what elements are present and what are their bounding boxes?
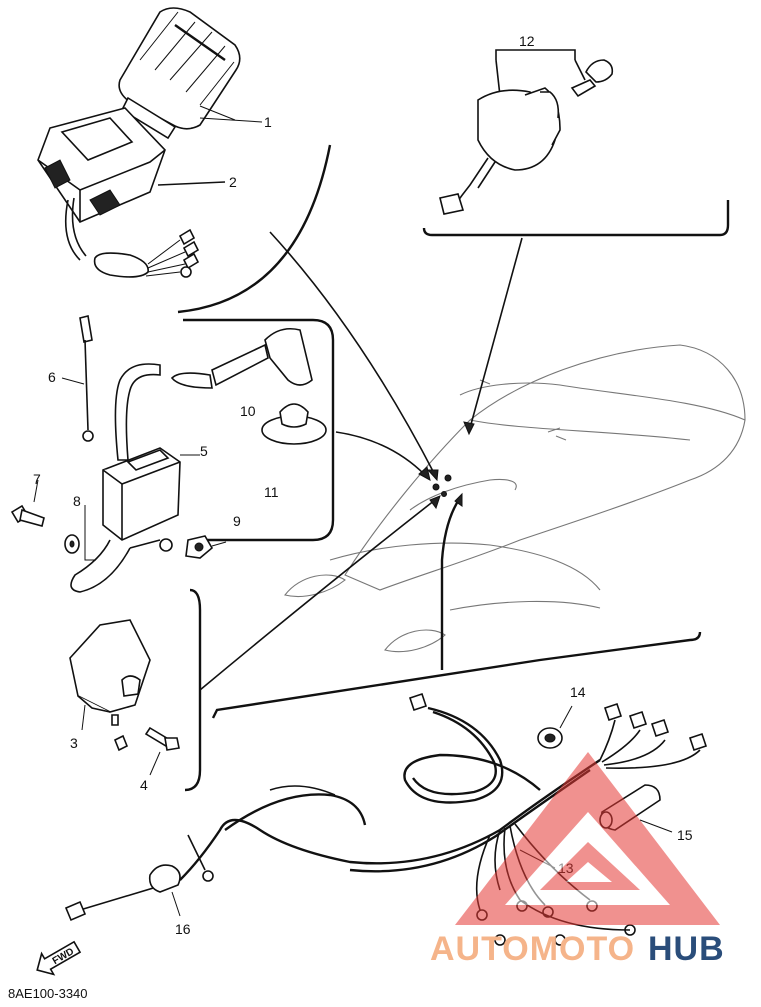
part-12-main-switch (439, 49, 614, 215)
part-1-cap (118, 7, 241, 140)
callout-4: 4 (140, 777, 148, 793)
watermark-text: AUTOMOTO HUB (430, 930, 725, 968)
callout-16: 16 (175, 921, 191, 937)
part-3-regulator (69, 619, 151, 752)
drawing-code: 8AE100-3340 (8, 986, 88, 1001)
fwd-label: FWD (51, 946, 76, 967)
fwd-arrow: FWD (36, 940, 82, 976)
part-11-cap-cover (261, 403, 327, 445)
part-14-grommet (537, 705, 573, 749)
leader-arrows (199, 231, 523, 691)
callout-15: 15 (677, 827, 693, 843)
callout-10: 10 (240, 403, 256, 419)
callout-8: 8 (73, 493, 81, 509)
callout-5: 5 (200, 443, 208, 459)
callout-2: 2 (229, 174, 237, 190)
part-10-plug-cap (170, 327, 313, 389)
watermark-text-b: HUB (648, 930, 725, 968)
part-8-washer (64, 505, 96, 561)
callout-3: 3 (70, 735, 78, 751)
callout-7: 7 (33, 471, 41, 487)
callout-12: 12 (519, 33, 535, 49)
callout-1: 1 (264, 114, 272, 130)
part-2-cdi-unit (37, 107, 226, 278)
part-13-wire-harness (64, 692, 708, 946)
part-9-nut (185, 535, 227, 559)
part-6-rod (61, 315, 94, 442)
group-brackets (177, 144, 730, 792)
watermark-text-a: AUTOMOTO (430, 930, 635, 968)
callout-11: 11 (264, 484, 279, 500)
callout-leaders (199, 105, 263, 123)
part-5-ignition-coil (70, 363, 200, 593)
callout-14: 14 (570, 684, 586, 700)
part-16-clamp (148, 864, 181, 917)
part-7-bolt (10, 479, 45, 527)
vehicle-outline (284, 344, 746, 653)
callout-9: 9 (233, 513, 241, 529)
part-4-bolt (144, 726, 180, 776)
watermark-logo-icon (455, 752, 720, 925)
callout-6: 6 (48, 369, 56, 385)
